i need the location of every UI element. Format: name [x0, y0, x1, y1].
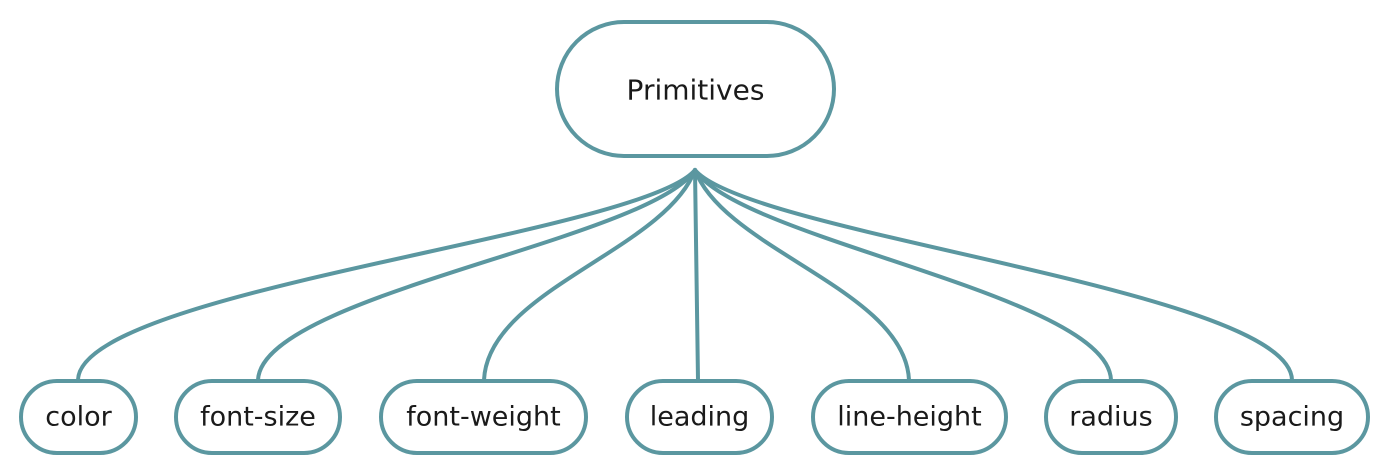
child-node-label: radius: [1069, 402, 1152, 433]
edge-primitives-leading: [693, 168, 700, 382]
root-node-label: Primitives: [627, 74, 765, 107]
child-node-shape: [379, 379, 588, 455]
child-node-shape: [1214, 379, 1370, 455]
child-node-shape: [1044, 379, 1178, 455]
root-node-shape: [555, 20, 836, 158]
child-nodes: color font-size font-weight leading line…: [19, 379, 1370, 455]
child-node-label: spacing: [1240, 402, 1344, 433]
child-node-shape: [19, 379, 138, 455]
child-node-label: line-height: [837, 402, 982, 433]
child-node-shape: [811, 379, 1008, 455]
edges: [76, 168, 1294, 382]
edge-primitives-line-height: [693, 168, 911, 382]
child-node-label: font-size: [200, 402, 316, 433]
child-node-line-height[interactable]: line-height: [811, 379, 1008, 455]
edge-primitives-spacing: [693, 168, 1294, 382]
child-node-leading[interactable]: leading: [625, 379, 774, 455]
child-node-radius[interactable]: radius: [1044, 379, 1178, 455]
edge-primitives-font-size: [256, 168, 697, 382]
child-node-label: leading: [650, 402, 750, 433]
edge-primitives-font-weight: [482, 168, 697, 382]
child-node-color[interactable]: color: [19, 379, 138, 455]
child-node-shape: [174, 379, 342, 455]
child-node-font-size[interactable]: font-size: [174, 379, 342, 455]
child-node-shape: [625, 379, 774, 455]
root-node[interactable]: Primitives: [555, 20, 836, 158]
edge-primitives-color: [76, 168, 697, 382]
child-node-spacing[interactable]: spacing: [1214, 379, 1370, 455]
child-node-font-weight[interactable]: font-weight: [379, 379, 588, 455]
child-node-label: font-weight: [406, 402, 561, 433]
edge-primitives-radius: [693, 168, 1113, 382]
child-node-label: color: [45, 402, 112, 433]
